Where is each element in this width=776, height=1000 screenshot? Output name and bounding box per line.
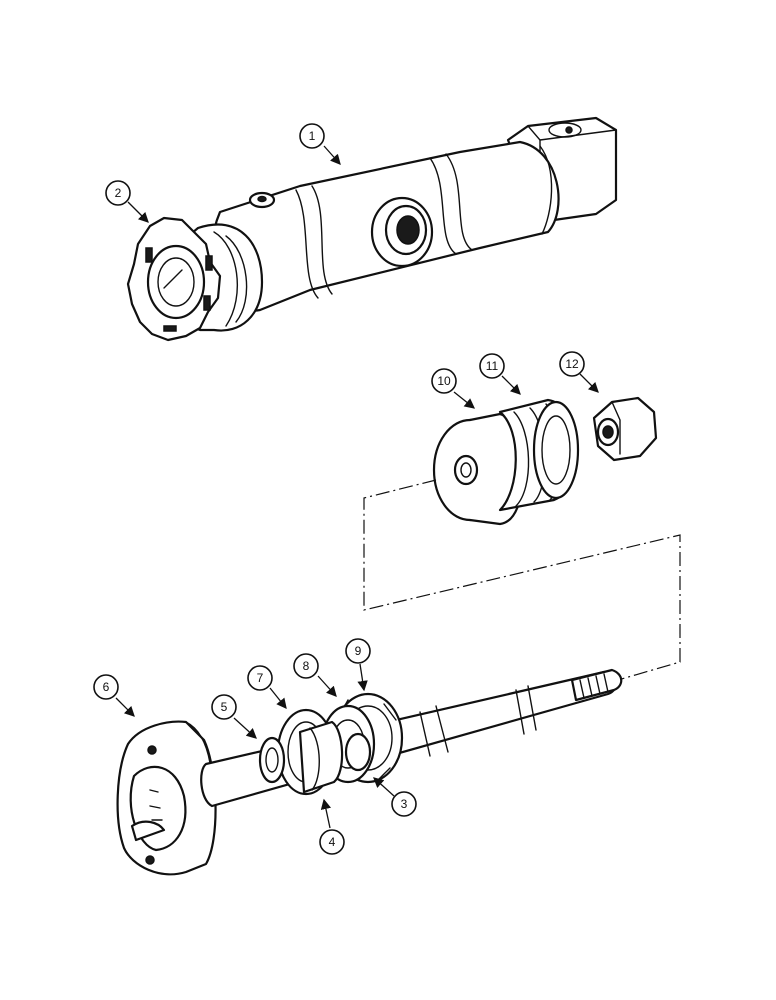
callout-9-label: 9 bbox=[355, 644, 362, 658]
callout-6: 6 bbox=[93, 674, 119, 700]
callout-4-label: 4 bbox=[329, 835, 336, 849]
callout-3: 3 bbox=[391, 791, 417, 817]
leader-5 bbox=[233, 717, 257, 739]
callout-10: 10 bbox=[431, 368, 457, 394]
seal-stack bbox=[258, 692, 404, 796]
callout-2: 2 bbox=[105, 180, 131, 206]
callout-8: 8 bbox=[293, 653, 319, 679]
callout-11: 11 bbox=[479, 353, 505, 379]
leader-6 bbox=[115, 697, 135, 717]
callout-1: 1 bbox=[299, 123, 325, 149]
callout-10-label: 10 bbox=[437, 374, 451, 388]
callout-7-label: 7 bbox=[257, 671, 264, 685]
leader-1 bbox=[323, 145, 341, 165]
leader-3 bbox=[373, 777, 395, 797]
callout-4: 4 bbox=[319, 829, 345, 855]
callout-8-label: 8 bbox=[303, 659, 310, 673]
cylinder-barrel bbox=[210, 116, 618, 312]
callout-2-label: 2 bbox=[115, 186, 122, 200]
gland-nut bbox=[126, 216, 264, 342]
leader-12 bbox=[579, 373, 599, 393]
rod-eye bbox=[116, 720, 217, 876]
callout-9: 9 bbox=[345, 638, 371, 664]
leader-2 bbox=[127, 201, 149, 223]
assembly-centerline bbox=[363, 479, 681, 681]
callout-5-label: 5 bbox=[221, 700, 228, 714]
callout-3-label: 3 bbox=[401, 797, 408, 811]
leader-9 bbox=[357, 663, 368, 692]
callout-11-label: 11 bbox=[486, 359, 499, 373]
lock-nut bbox=[592, 396, 658, 462]
leader-4 bbox=[320, 798, 331, 829]
callout-7: 7 bbox=[247, 665, 273, 691]
leader-8 bbox=[317, 675, 337, 697]
callout-1-label: 1 bbox=[309, 129, 316, 143]
piston-rod bbox=[200, 668, 623, 808]
leader-11 bbox=[501, 375, 521, 395]
callout-12: 12 bbox=[559, 351, 585, 377]
callout-6-label: 6 bbox=[103, 680, 110, 694]
leader-7 bbox=[269, 687, 287, 710]
leader-10 bbox=[453, 391, 476, 409]
piston-seal bbox=[498, 398, 580, 512]
callout-5: 5 bbox=[211, 694, 237, 720]
callout-12-label: 12 bbox=[565, 357, 579, 371]
